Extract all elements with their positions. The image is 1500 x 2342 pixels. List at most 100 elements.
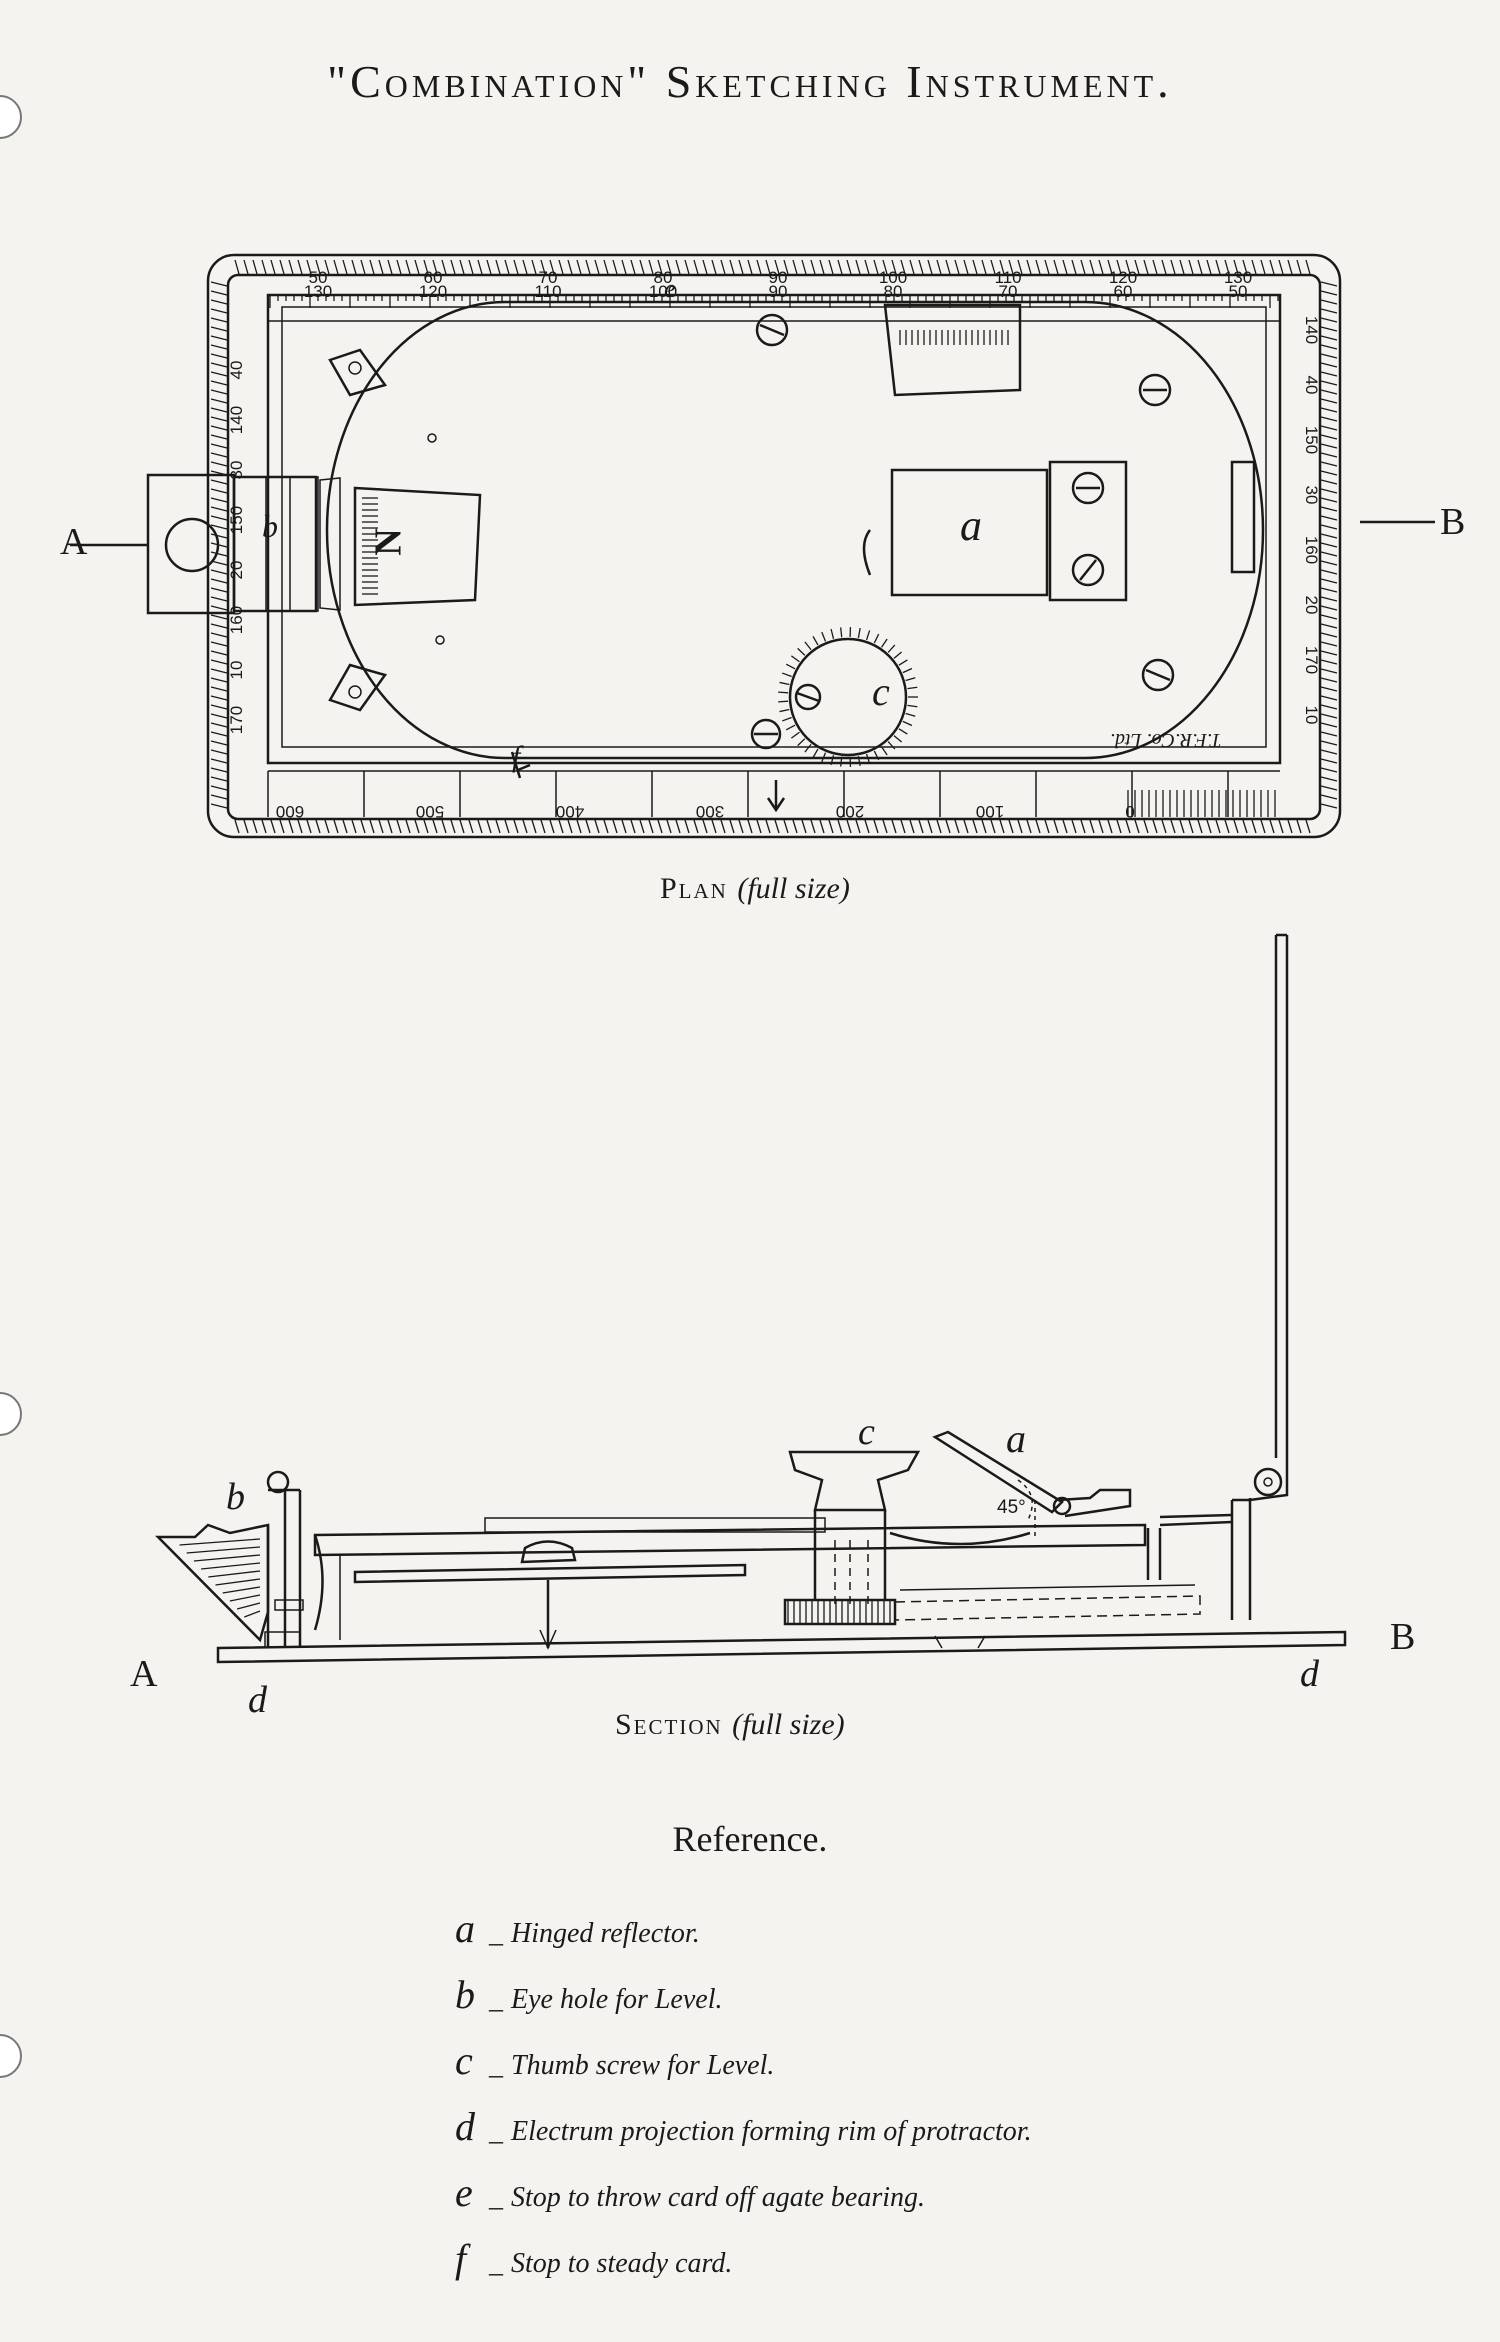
eye-tube [232,475,318,613]
top-scale-label: 130 [1224,268,1252,287]
top-scale-label: 100 [649,282,677,301]
reference-item: a_Hinged reflector. [455,1906,700,1951]
reference-text: Stop to throw card off agate bearing. [511,2182,926,2213]
bottom-scale-label: 200 [836,802,864,821]
bottom-scale-label: 500 [416,802,444,821]
makers-mark: T.F.R.Co. Ltd. [1110,729,1222,751]
reference-key: e [455,2170,473,2215]
left-bracket-top [328,348,388,397]
section-label-b: b [226,1476,245,1518]
top-scale-label: 80 [884,282,903,301]
top-scale-label: 110 [534,282,561,301]
reference-key: b [455,1972,475,2017]
reference-key: a [455,1906,475,1951]
top-scale-label: 120 [419,282,447,301]
reference-item: b_Eye hole for Level. [455,1972,723,2017]
section-angle-label: 45° [997,1497,1026,1518]
top-scale-label: 130 [304,282,332,301]
section-caption-main: Section [615,1708,723,1741]
bottom-scale-label: 600 [276,802,304,821]
reference-text: Eye hole for Level. [511,1984,723,2015]
plan-label-b: b [262,508,278,544]
plan-label-A: A [60,521,88,563]
bottom-scale-label: 100 [976,802,1004,821]
screw-bottom [750,718,782,750]
plan-label-e: e [664,274,676,303]
reference-item: d_Electrum projection forming rim of pro… [455,2104,1032,2149]
reference-text: Thumb screw for Level. [511,2050,775,2081]
plan-label-a: a [960,501,982,550]
left-scale-label: 10 [227,661,246,680]
compass-north-label: N [367,528,410,556]
reference-key: c [455,2038,473,2083]
compass-degree-ticks [362,497,378,595]
reference-text: Stop to steady card. [511,2248,733,2279]
reference-key: f [455,2236,467,2281]
top-scale-label: 120 [1109,268,1137,287]
top-scale-label: 70 [999,282,1018,301]
plan-label-f: f [512,740,521,773]
plan-bevel-inner [226,273,1322,821]
plan-caption-note: (full size) [737,872,850,905]
screw-right-top [1138,373,1172,407]
section-label-B: B [1390,1616,1416,1658]
left-scale-label: 150 [227,506,246,534]
plan-label-B: B [1440,501,1466,543]
page-title: "Combination" Sketching Instrument. [327,56,1173,107]
plan-caption: Plan (full size) [660,872,850,906]
section-label-d-left: d [248,1679,267,1721]
left-scale-label: 20 [227,561,246,580]
plan-caption-main: Plan [660,872,728,905]
bottom-scale-label: 0 [1125,802,1134,821]
left-bracket-bottom [328,663,388,712]
left-scale-label: 40 [227,361,246,380]
right-scale-label: 160 [1302,536,1321,564]
top-scale-label: 50 [1229,282,1248,301]
right-scale-label: 30 [1302,486,1321,505]
eye-hole [164,517,220,573]
section-caption: Section (full size) [615,1708,845,1742]
right-scale-label: 10 [1302,706,1321,725]
level-window [883,303,1022,397]
level-ticks [899,330,1009,345]
right-scale-label: 140 [1302,316,1321,344]
right-scale-label: 40 [1302,376,1321,395]
reference-text: Hinged reflector. [511,1918,700,1949]
left-scale-label: 140 [227,406,246,434]
plan-b-hinge [1230,460,1256,574]
top-scale-label: 110 [994,268,1021,287]
section-label-c: c [858,1411,875,1453]
bottom-scale-ticks [267,771,1276,817]
compass-window [353,486,482,607]
reference-item: f_Stop to steady card. [455,2236,733,2281]
screw-top [755,313,789,347]
plan-outer-frame [206,253,1342,839]
right-scale-label: 20 [1302,596,1321,615]
section-caption-note: (full size) [732,1708,845,1741]
top-scale-label: 100 [879,268,907,287]
section-label-a: a [1006,1416,1026,1461]
plan-plate [266,293,1282,765]
top-scale-label: 90 [769,268,788,287]
screw-right-bottom [1141,658,1175,692]
hinged-reflector [890,468,1049,597]
top-scale-label: 70 [539,268,558,287]
top-scale-label: 60 [1114,282,1133,301]
plan-plate-inner [281,306,1267,748]
reflector-hinge [1048,460,1128,602]
thumb-screw-gear [778,627,918,767]
section-label-A: A [130,1653,158,1695]
reference-key: d [455,2104,475,2149]
top-scale-label: 80 [654,268,673,287]
top-scale-label: 90 [769,282,788,301]
reference-title: Reference. [672,1819,828,1859]
reference-item: e_Stop to throw card off agate bearing. [455,2170,926,2215]
plan-bevel-hatching [210,259,1338,834]
compass-card [325,300,1265,760]
top-scale-label: 50 [309,268,328,287]
